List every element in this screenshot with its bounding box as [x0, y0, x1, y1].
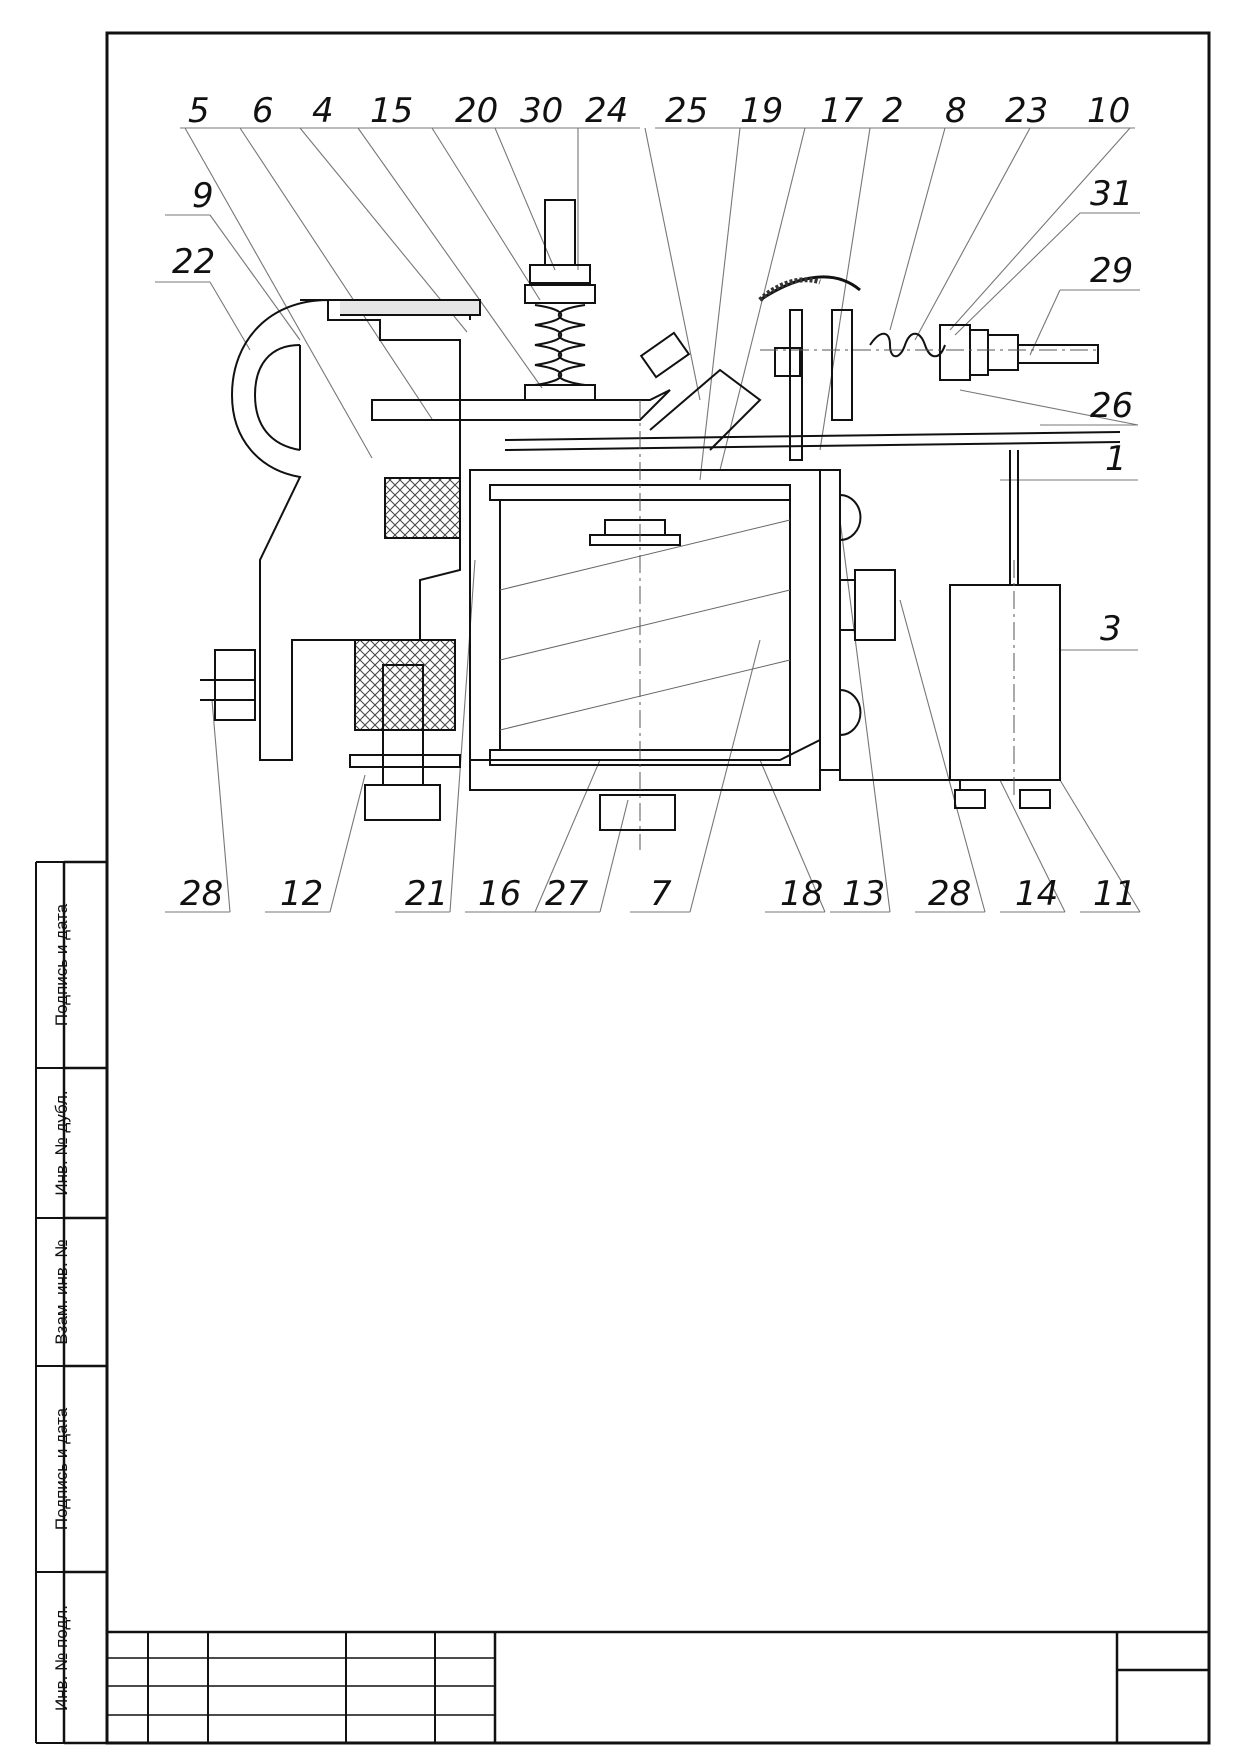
callout-26: 26 — [1090, 386, 1133, 426]
callout-28-left: 28 — [180, 874, 223, 914]
stamp-dup-inventory-no: Инв. № дубл. — [52, 1090, 71, 1196]
callout-11: 11 — [1093, 874, 1136, 914]
relay-drawing — [200, 199, 1121, 850]
callout-22: 22 — [172, 242, 215, 282]
callout-7: 7 — [650, 874, 672, 914]
insulation-block-upper — [384, 477, 461, 539]
insulation-block-lower — [354, 639, 456, 731]
callout-10: 10 — [1087, 91, 1130, 131]
callout-24: 24 — [585, 91, 628, 131]
callout-20: 20 — [455, 91, 498, 131]
armature-plate — [371, 389, 671, 421]
bolt-28-right — [854, 569, 896, 641]
callout-27: 27 — [545, 874, 589, 914]
callout-6: 6 — [252, 91, 274, 131]
spring-23 — [869, 332, 946, 358]
callout-25: 25 — [665, 91, 708, 131]
callout-2: 2 — [882, 91, 904, 131]
coil-frame-18 — [469, 469, 821, 791]
callout-9: 9 — [192, 176, 214, 216]
callout-28-right: 28 — [928, 874, 971, 914]
stamp-signature-date-1: Подпись и дата — [52, 903, 71, 1027]
callout-3: 3 — [1100, 609, 1122, 649]
callout-29: 29 — [1090, 251, 1133, 291]
callout-31: 31 — [1090, 174, 1133, 214]
stamp-replacement-inventory-no: Взам. инв. № — [52, 1239, 71, 1345]
callout-17: 17 — [820, 91, 864, 131]
rod-29 — [1017, 344, 1099, 364]
callout-18: 18 — [780, 874, 823, 914]
callout-4: 4 — [312, 91, 334, 131]
capacitor-3 — [949, 584, 1061, 781]
spring-15 — [534, 304, 562, 386]
yoke-body — [230, 298, 461, 761]
stamp-signature-date-2: Подпись и дата — [52, 1407, 71, 1531]
callout-23: 23 — [1005, 91, 1048, 131]
stamp-original-inventory-no: Инв. № подл. — [52, 1605, 71, 1711]
callout-labels: 5 6 4 15 20 30 24 25 19 17 2 8 23 10 9 2… — [172, 91, 1136, 914]
stud-24 — [544, 199, 576, 266]
callout-8: 8 — [945, 91, 967, 131]
callout-19: 19 — [740, 91, 783, 131]
callout-21: 21 — [405, 874, 448, 914]
callout-13: 13 — [842, 874, 885, 914]
drawing-frame — [35, 31, 1211, 1745]
callout-5: 5 — [188, 91, 210, 131]
callout-15: 15 — [370, 91, 413, 131]
coil-7 — [499, 499, 791, 751]
insulator-top — [340, 299, 481, 316]
flexible-lead-17 — [758, 277, 821, 302]
callout-30: 30 — [520, 91, 563, 131]
callout-14: 14 — [1015, 874, 1058, 914]
callout-16: 16 — [478, 874, 521, 914]
callout-1: 1 — [1105, 439, 1127, 479]
callout-12: 12 — [280, 874, 323, 914]
nut-27 — [599, 794, 676, 831]
contact-screw-25 — [639, 331, 691, 379]
